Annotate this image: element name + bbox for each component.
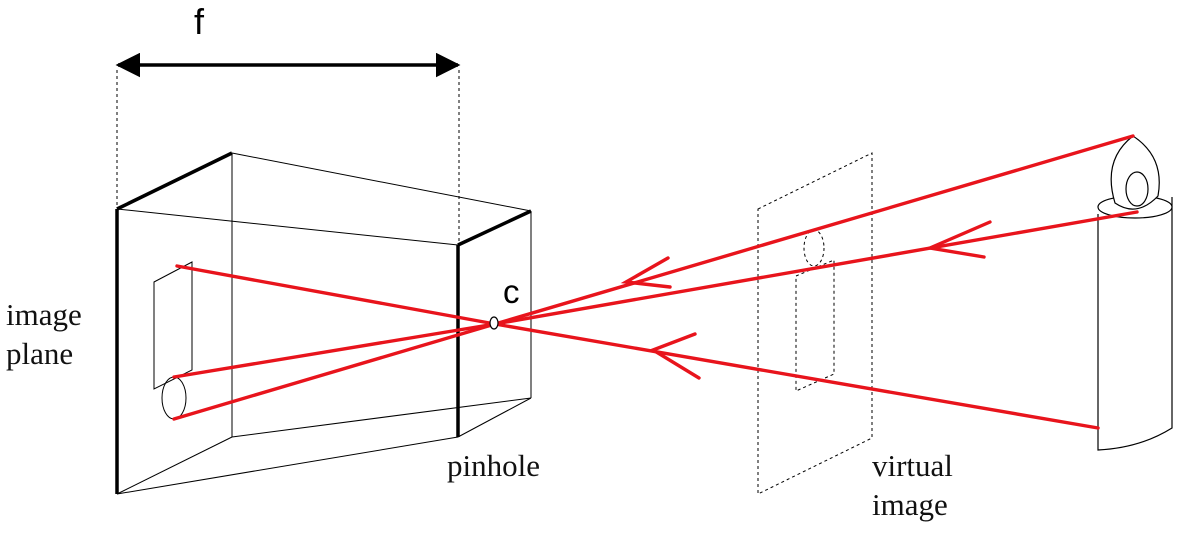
box-bottom-front-edge	[116, 436, 459, 495]
candle	[1097, 135, 1173, 451]
box-top-right-edge	[457, 209, 532, 247]
projected-flame	[161, 376, 187, 420]
focal-length-dimension: f	[115, 1, 461, 244]
virtual-plane-outline	[757, 152, 873, 495]
box-bottom-left-edge	[116, 436, 233, 495]
virtual-image-plane	[757, 152, 873, 495]
candle-body	[1097, 197, 1173, 451]
ray-bottom-inside	[175, 264, 497, 326]
projected-candle-body	[153, 261, 193, 390]
virtual-candle-body	[795, 259, 835, 392]
pinhole-label: pinhole	[447, 448, 540, 483]
candle-inner-flame	[1125, 171, 1149, 207]
image-plane-label-line2: plane	[6, 336, 73, 371]
image-plane-label-line1: image	[6, 297, 82, 332]
camera-box	[115, 151, 532, 495]
light-rays	[172, 134, 1139, 430]
pinhole-aperture	[489, 316, 499, 330]
box-top-left-edge	[116, 151, 233, 211]
box-top-back-edge	[231, 152, 532, 212]
ray-arrowhead-top	[620, 256, 672, 289]
focal-length-label: f	[194, 1, 205, 42]
ray-middle-inside	[172, 322, 497, 379]
virtual-flame	[803, 229, 825, 267]
box-bottom-right-edge	[457, 397, 532, 438]
ray-middle-outside	[493, 210, 1139, 326]
virtual-image-label-line2: image	[872, 487, 948, 522]
virtual-image-label-line1: virtual	[872, 448, 953, 483]
ray-top-outside	[493, 134, 1135, 326]
projected-image	[153, 261, 193, 420]
ray-arrowhead-middle	[924, 220, 992, 259]
ray-bottom-outside	[493, 322, 1100, 430]
ray-top-inside	[172, 322, 497, 421]
center-label: c	[503, 273, 520, 310]
box-top-front-edge	[116, 208, 459, 246]
ray-arrowhead-bottom	[649, 332, 701, 380]
box-bottom-inner-edge	[231, 397, 532, 438]
